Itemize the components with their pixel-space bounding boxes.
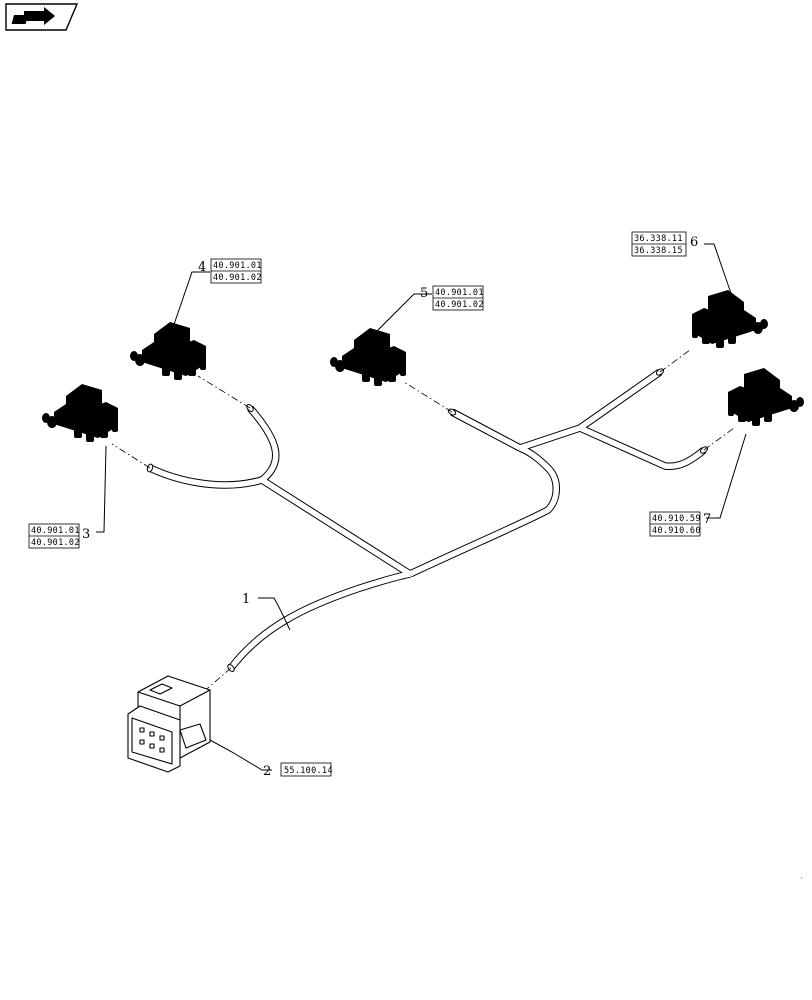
ref-code: 40.901.02 xyxy=(31,538,80,548)
connector-4 xyxy=(130,322,206,380)
dash-lines xyxy=(111,349,735,701)
callout-label: 4 xyxy=(198,260,206,275)
ref-code: 40.901.01 xyxy=(435,288,484,298)
callout-1: 1 xyxy=(242,592,250,607)
ref-code: 40.910.60 xyxy=(652,526,701,536)
connector-6 xyxy=(692,290,768,348)
connector-2 xyxy=(127,675,211,773)
callout-5: 5 40.901.01 40.901.02 xyxy=(420,285,484,311)
arrow-right-icon xyxy=(11,7,55,25)
ref-code: 36.338.11 xyxy=(634,234,683,244)
callout-7: 40.910.59 40.910.60 7 xyxy=(649,511,711,537)
nav-icon-box[interactable] xyxy=(5,3,79,31)
callout-label: 6 xyxy=(690,235,698,250)
ref-code: 40.901.02 xyxy=(213,273,262,283)
callout-3: 40.901.01 40.901.02 3 xyxy=(28,523,90,549)
callout-label: 3 xyxy=(82,527,90,542)
corner-mark: ` xyxy=(800,876,804,886)
ref-code: 40.901.01 xyxy=(213,261,262,271)
ref-code: 40.910.59 xyxy=(652,514,701,524)
callout-2: 2 55.100.14 xyxy=(263,762,333,779)
callout-label: 7 xyxy=(703,512,711,527)
callout-label: 1 xyxy=(242,592,250,607)
ref-code: 40.901.01 xyxy=(31,526,80,536)
callout-6: 36.338.11 36.338.15 6 xyxy=(631,231,698,257)
ref-code: 55.100.14 xyxy=(284,766,333,776)
ref-code: 36.338.15 xyxy=(634,246,683,256)
leaders xyxy=(96,243,747,771)
wire-harness xyxy=(146,368,708,672)
connector-7 xyxy=(728,368,804,426)
callout-label: 2 xyxy=(263,764,271,779)
callout-4: 4 40.901.01 40.901.02 xyxy=(198,258,262,284)
callout-label: 5 xyxy=(420,286,428,301)
connector-5 xyxy=(330,328,406,386)
ref-code: 40.901.02 xyxy=(435,300,484,310)
connector-3 xyxy=(42,384,118,442)
